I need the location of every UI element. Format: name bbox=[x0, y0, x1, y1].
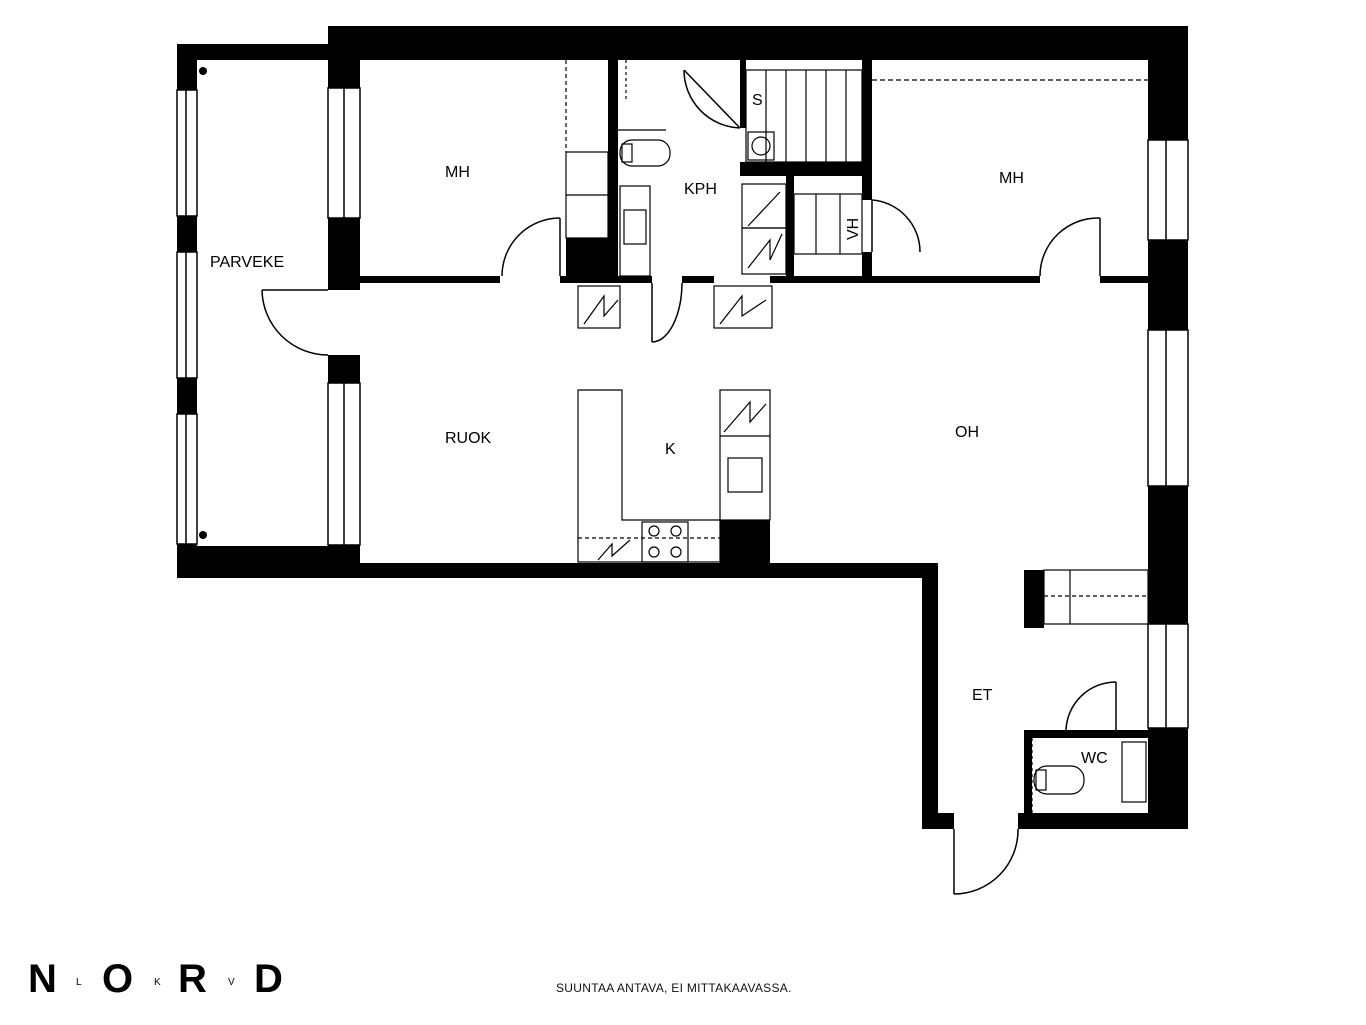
balcony-post-top bbox=[199, 67, 207, 75]
room-labels: PARVEKE MH KPH S MH VH RUOK K OH ET WC bbox=[210, 92, 1108, 767]
room-label-oh: OH bbox=[955, 424, 979, 441]
room-label-kph: KPH bbox=[684, 181, 717, 198]
room-label-mh-left: MH bbox=[445, 164, 470, 181]
logo-letter-r: R bbox=[178, 958, 207, 1001]
nord-lkv-logo: N L O K R V D bbox=[28, 958, 283, 1001]
room-label-sauna: S bbox=[752, 92, 763, 109]
room-label-vh: VH bbox=[845, 218, 862, 240]
room-label-parveke: PARVEKE bbox=[210, 254, 284, 271]
balcony-post-bottom bbox=[199, 531, 207, 539]
disclaimer-note: SUUNTAA ANTAVA, EI MITTAKAAVASSA. bbox=[556, 981, 792, 995]
room-label-mh-right: MH bbox=[999, 170, 1024, 187]
logo-letter-v: V bbox=[228, 977, 235, 988]
logo-letter-d: D bbox=[254, 958, 283, 1001]
fixtures bbox=[565, 60, 1149, 813]
room-label-et: ET bbox=[972, 687, 993, 704]
room-label-ruok: RUOK bbox=[445, 430, 492, 447]
room-label-k: K bbox=[665, 441, 676, 458]
logo-letter-l: L bbox=[76, 977, 82, 988]
logo-letter-k: K bbox=[154, 977, 161, 988]
floor-plan: PARVEKE MH KPH S MH VH RUOK K OH ET WC bbox=[176, 26, 1189, 895]
logo-letter-o: O bbox=[102, 958, 133, 1001]
doors bbox=[261, 69, 1117, 895]
windows bbox=[176, 87, 1189, 729]
logo-letter-n: N bbox=[28, 958, 57, 1001]
room-label-wc: WC bbox=[1081, 750, 1108, 767]
